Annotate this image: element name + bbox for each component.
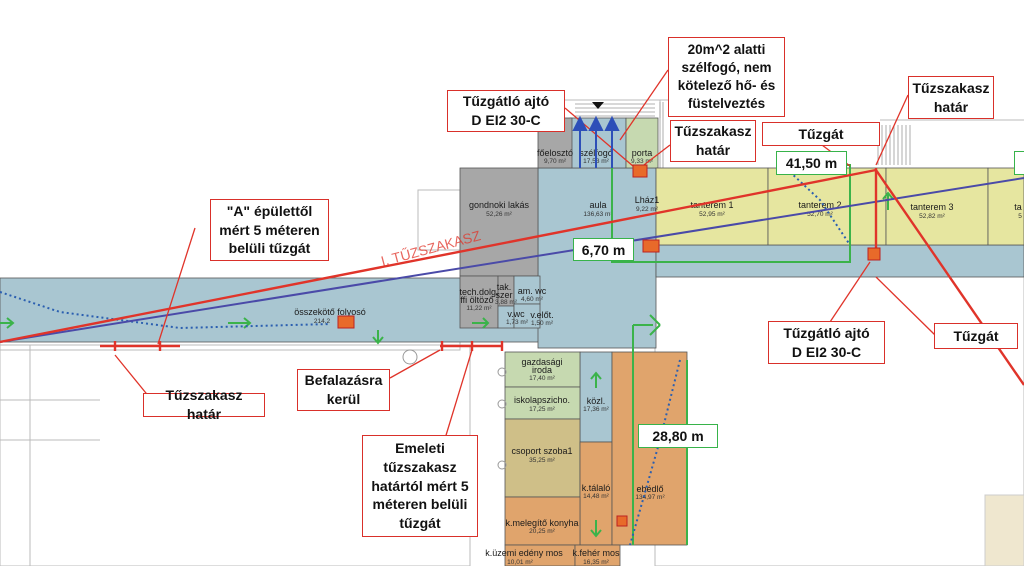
room-vwc-area: 1,73 m² [506, 319, 529, 326]
room-velot-area: 1,50 m² [531, 320, 554, 327]
callout-section-border-right: Tűzszakasz határ [908, 76, 994, 119]
room-aula-area: 136,63 m² [583, 211, 613, 218]
room-porta-area: 9,33 m² [631, 158, 654, 165]
callout-section-border-right-line2: határ [933, 98, 969, 115]
fire-door-markers [337, 164, 881, 527]
room-tanterem4-area: 5 [1018, 213, 1022, 220]
entrance-arrow [592, 102, 604, 109]
room-ktalalo-area: 14,48 m² [583, 493, 609, 500]
callout-fire-door-bottom: Tűzgátló ajtó D EI2 30-C [768, 321, 885, 364]
callout-walled-in-line1: Befalazásra [304, 372, 383, 389]
callout-fire-door-top-line1: Tűzgátló ajtó [462, 93, 550, 110]
callout-a-building-text: "A" épülettől mért 5 méteren belüli tűzg… [219, 202, 320, 257]
room-lhaz-area: 9,22 m² [636, 206, 659, 213]
room-gondnoki-name: gondnoki lakás [469, 200, 530, 210]
room-velot-name: v.előt. [530, 310, 553, 320]
callout-section-border-mid: Tűzszakasz határ [670, 120, 756, 162]
callout-upper-floor-text: Emeleti tűzszakasz határtól mért 5 méter… [371, 439, 469, 532]
measurement-41-50-text: 41,50 m [785, 155, 838, 171]
room-ktalalo-name: k.tálaló [582, 483, 611, 493]
callout-fire-door-bottom-line2: D EI2 30-C [791, 343, 862, 360]
room-tanterem2-area: 52,70 m² [807, 211, 833, 218]
callout-walled-in: Befalazásra kerül [297, 369, 390, 411]
room-tanterem4-name: ta [1014, 202, 1022, 212]
callout-section-border-bottom: Tűzszakasz határ [143, 387, 265, 422]
boundary-line-blue [0, 177, 1024, 343]
rooms [459, 117, 1024, 566]
callout-walled-in-line2: kerül [326, 391, 361, 407]
room-iskolapszi-name: iskolapszicho. [514, 395, 570, 405]
room-vwc-name: v.wc [507, 309, 525, 319]
room-osszekoto-area: 214,2 [314, 318, 331, 325]
room-csoport-area: 35,25 m² [529, 457, 555, 464]
room-amwc-name: am. wc [518, 286, 547, 296]
room-kfeher-area: 16,35 m² [583, 559, 609, 566]
room-kfeher-name: k.fehér mos [572, 548, 620, 558]
room-gazdasagi-name2: iroda [532, 365, 552, 375]
measurement-28-80: 28,80 m [638, 424, 718, 448]
room-techdolg-name: tech.dolg. [459, 287, 498, 297]
callout-section-border-mid-line2: határ [695, 142, 731, 158]
room-tak-area: 3,88 m² [495, 299, 518, 306]
callout-vestibule-text: 20m^2 alatti szélfogó, nem kötelező hő- … [677, 41, 776, 112]
room-techdolg-name2: ffi öltöző [460, 295, 493, 305]
callout-a-building: "A" épülettől mért 5 méteren belüli tűzg… [210, 199, 329, 261]
room-amwc-area: 4,60 m² [521, 296, 544, 303]
room-techdolg-area: 11,22 m² [466, 305, 492, 312]
evacuation-distances [0, 171, 851, 546]
room-osszekoto-name: összekötő folyosó [294, 307, 366, 317]
callout-section-border-bottom-text: Tűzszakasz határ [165, 387, 243, 422]
room-tak-name2: szer [495, 290, 512, 300]
entrance-arrows [572, 115, 620, 168]
room-ebedlo-name: ebédlő [636, 484, 663, 494]
measurement-6-70: 6,70 m [573, 238, 634, 261]
room-iskolapszi-area: 17,25 m² [529, 406, 555, 413]
room-tak-name: tak. [497, 282, 512, 292]
room-tanterem3-name: tanterem 3 [910, 202, 953, 212]
measurement-partial-right [1014, 151, 1024, 175]
room-kozl-area: 17,36 m² [583, 406, 609, 413]
measurement-28-80-text: 28,80 m [652, 428, 704, 444]
measurement-41-50: 41,50 m [776, 151, 847, 175]
room-gondnoki-area: 52,26 m² [486, 211, 512, 218]
callout-fire-door-top: Tűzgátló ajtó D EI2 30-C [447, 90, 565, 132]
callout-firewall-right: Tűzgát [934, 323, 1018, 349]
room-tanterem2-name: tanterem 2 [798, 200, 841, 210]
room-aula-name: aula [589, 200, 606, 210]
room-tanterem1-area: 52,95 m² [699, 211, 725, 218]
callout-firewall-right-text: Tűzgát [953, 327, 999, 344]
room-foeloszto-area: 9,70 m² [544, 158, 567, 165]
room-porta-name: porta [632, 148, 653, 158]
room-foeloszto-name: főelosztó [537, 148, 573, 158]
callout-firewall-top: Tűzgát [762, 122, 880, 146]
room-kuzemi-area: 10,01 m² [507, 559, 533, 566]
callout-fire-door-bottom-line1: Tűzgátló ajtó [783, 324, 870, 341]
callout-fire-door-top-line2: D EI2 30-C [471, 112, 541, 128]
callout-section-border-right-line1: Tűzszakasz [912, 79, 990, 96]
callout-connectors [114, 69, 936, 456]
room-kmelegito-area: 20,25 m² [529, 528, 555, 535]
room-kmelegito-name: k.melegítő konyha [505, 518, 578, 528]
room-ebedlo-area: 134,97 m² [635, 494, 665, 501]
room-csoport-name: csoport szoba1 [511, 446, 572, 456]
callout-vestibule: 20m^2 alatti szélfogó, nem kötelező hő- … [668, 37, 785, 117]
fire-lines [0, 168, 1024, 386]
callout-firewall-top-text: Tűzgát [798, 125, 844, 142]
measurement-6-70-text: 6,70 m [581, 241, 626, 258]
room-kuzemi-name: k.üzemi edény mos [485, 548, 563, 558]
room-tanterem3-area: 52,82 m² [919, 213, 945, 220]
stair-circles [402, 349, 507, 470]
room-lhaz-name: Lház1 [635, 195, 660, 205]
room-tanterem1-name: tanterem 1 [690, 200, 733, 210]
room-gazdasagi-name: gazdasági [521, 357, 562, 367]
callout-upper-floor: Emeleti tűzszakasz határtól mért 5 méter… [362, 435, 478, 537]
room-gazdasagi-area: 17,40 m² [529, 375, 555, 382]
callout-section-border-mid-line1: Tűzszakasz [674, 123, 752, 140]
room-kozl-name: közl. [587, 396, 606, 406]
